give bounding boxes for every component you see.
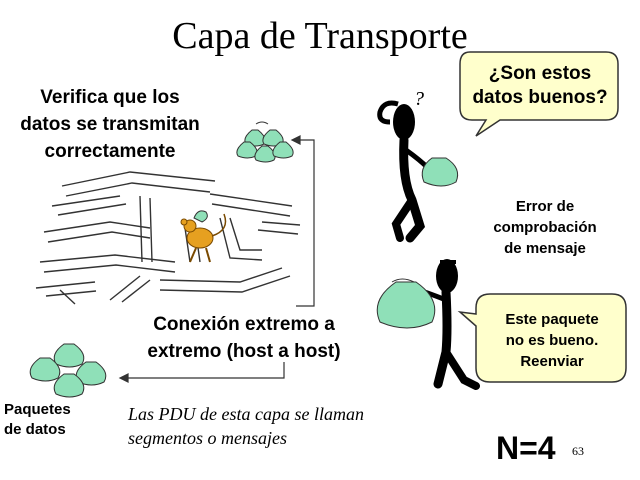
question-bubble: [459, 51, 619, 137]
thinking-figure: [377, 100, 459, 243]
reply-bubble: [457, 293, 627, 383]
question-mark: ?: [414, 88, 424, 110]
connection-label: Conexión extremo a extremo (host a host): [128, 311, 360, 365]
page-number: 63: [572, 444, 584, 458]
question-line-1: ¿Son estos: [488, 63, 592, 84]
packets-line-2: de datos: [4, 421, 66, 438]
page-title: Capa de Transporte: [172, 15, 468, 57]
arrow-left: [118, 362, 285, 383]
rejecting-figure: [376, 259, 480, 390]
verify-line-1: Verifica que los: [40, 87, 180, 108]
pdu-line-2: segmentos o mensajes: [128, 428, 287, 448]
connection-line-1: Conexión extremo a: [153, 314, 335, 335]
connection-line-2: extremo (host a host): [147, 341, 341, 362]
verify-line-2: datos se transmitan: [20, 114, 200, 135]
maze-illustration: [35, 171, 301, 305]
error-line-2: comprobación: [493, 219, 597, 236]
verify-heading: Verifica que los datos se transmitan cor…: [4, 84, 216, 165]
reply-line-3: Reenviar: [520, 353, 584, 370]
layer-number: N=4: [496, 430, 556, 466]
question-line-2: datos buenos?: [472, 87, 608, 108]
packet-cluster-top: [236, 121, 294, 163]
packets-line-1: Paquetes: [4, 401, 71, 418]
reply-line-1: Este paquete: [505, 311, 599, 328]
pdu-line-1: Las PDU de esta capa se llaman: [128, 404, 364, 424]
error-line-3: de mensaje: [504, 240, 586, 257]
error-label: Error de comprobación de mensaje: [470, 196, 620, 259]
reply-line-2: no es bueno.: [505, 332, 599, 349]
pdu-note: Las PDU de esta capa se llaman segmentos…: [128, 402, 428, 450]
arrow-up: [290, 135, 315, 307]
error-line-1: Error de: [515, 198, 575, 215]
mouse-illustration: [180, 210, 227, 263]
packet-cluster-bottom: [29, 343, 107, 398]
question-bubble-text: ¿Son estos datos buenos?: [462, 62, 618, 110]
reply-bubble-text: Este paquete no es bueno. Reenviar: [478, 309, 626, 372]
packets-label: Paquetes de datos: [4, 400, 94, 440]
verify-line-3: correctamente: [44, 141, 176, 162]
